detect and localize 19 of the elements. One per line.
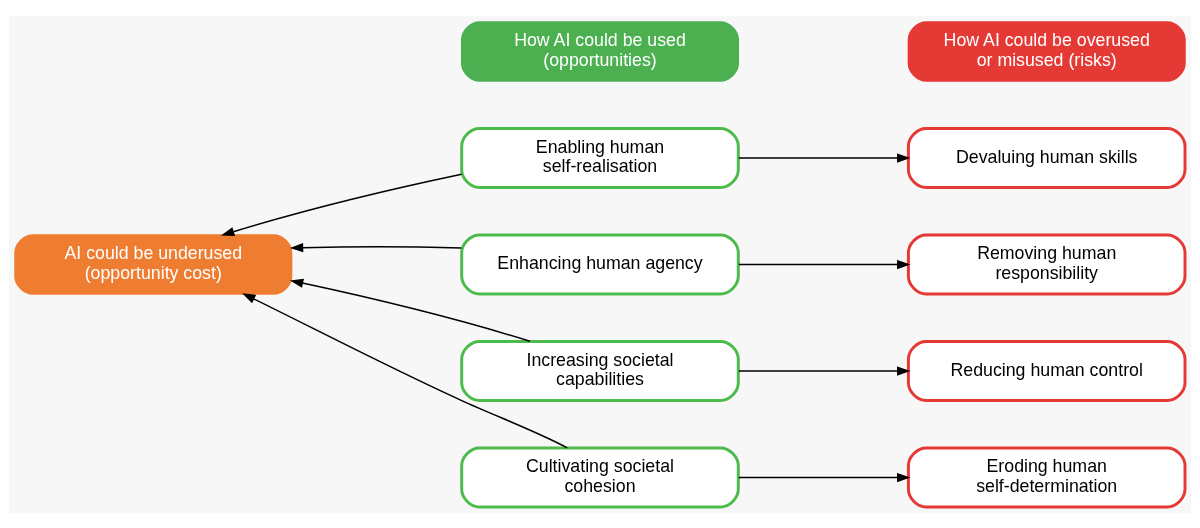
node-box: Enhancing human agency (460, 232, 740, 296)
arrow (738, 472, 911, 482)
node-box: Cultivating societal cohesion (460, 445, 740, 509)
node-box: Increasing societal capabilities (460, 339, 740, 402)
node-box: Enabling human self-realisation (460, 126, 740, 189)
node-box: AI could be underused (opportunity cost) (14, 233, 293, 295)
node-box: Eroding human self-determination (906, 445, 1187, 509)
node-box: Reducing human control (906, 339, 1187, 402)
arrow (221, 173, 463, 236)
node-box: How AI could be used (opportunities) (460, 20, 740, 82)
arrow (738, 259, 911, 269)
node-box: How AI could be overused or misused (risks) (907, 20, 1186, 82)
arrow (289, 242, 463, 252)
arrow (289, 278, 531, 342)
arrow (242, 292, 568, 448)
node-box: Removing human responsibility (906, 232, 1187, 296)
arrow (738, 365, 911, 376)
node-box: Devaluing human skills (906, 126, 1187, 189)
arrow (738, 152, 911, 163)
